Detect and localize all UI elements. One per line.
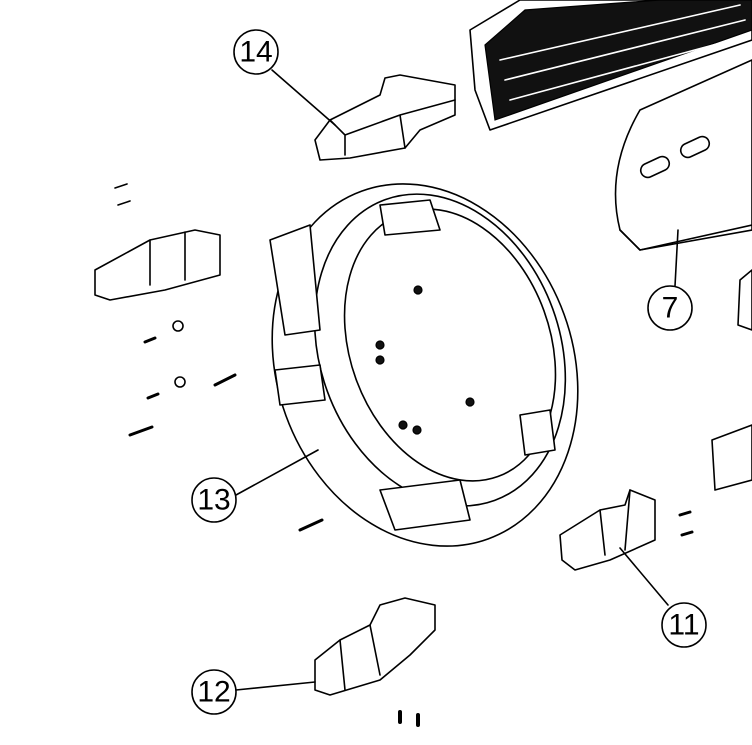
part-7-bracket xyxy=(614,59,752,331)
left-bracket xyxy=(94,183,324,532)
part-12-bracket xyxy=(314,597,436,727)
svg-text:12: 12 xyxy=(197,676,230,709)
callout-11: 11 xyxy=(661,602,707,648)
svg-text:11: 11 xyxy=(668,609,699,642)
part-11-clip xyxy=(559,424,752,571)
part-14-clip xyxy=(314,74,456,161)
callout-13: 13 xyxy=(191,477,237,523)
svg-text:13: 13 xyxy=(197,484,230,517)
svg-text:14: 14 xyxy=(239,36,272,69)
callout-7: 7 xyxy=(647,285,693,331)
grille-part xyxy=(469,0,752,131)
part-13-ring xyxy=(269,183,579,547)
leader-lines xyxy=(235,69,679,691)
svg-text:7: 7 xyxy=(662,292,679,325)
callout-14: 14 xyxy=(233,29,279,75)
callout-12: 12 xyxy=(191,669,237,715)
